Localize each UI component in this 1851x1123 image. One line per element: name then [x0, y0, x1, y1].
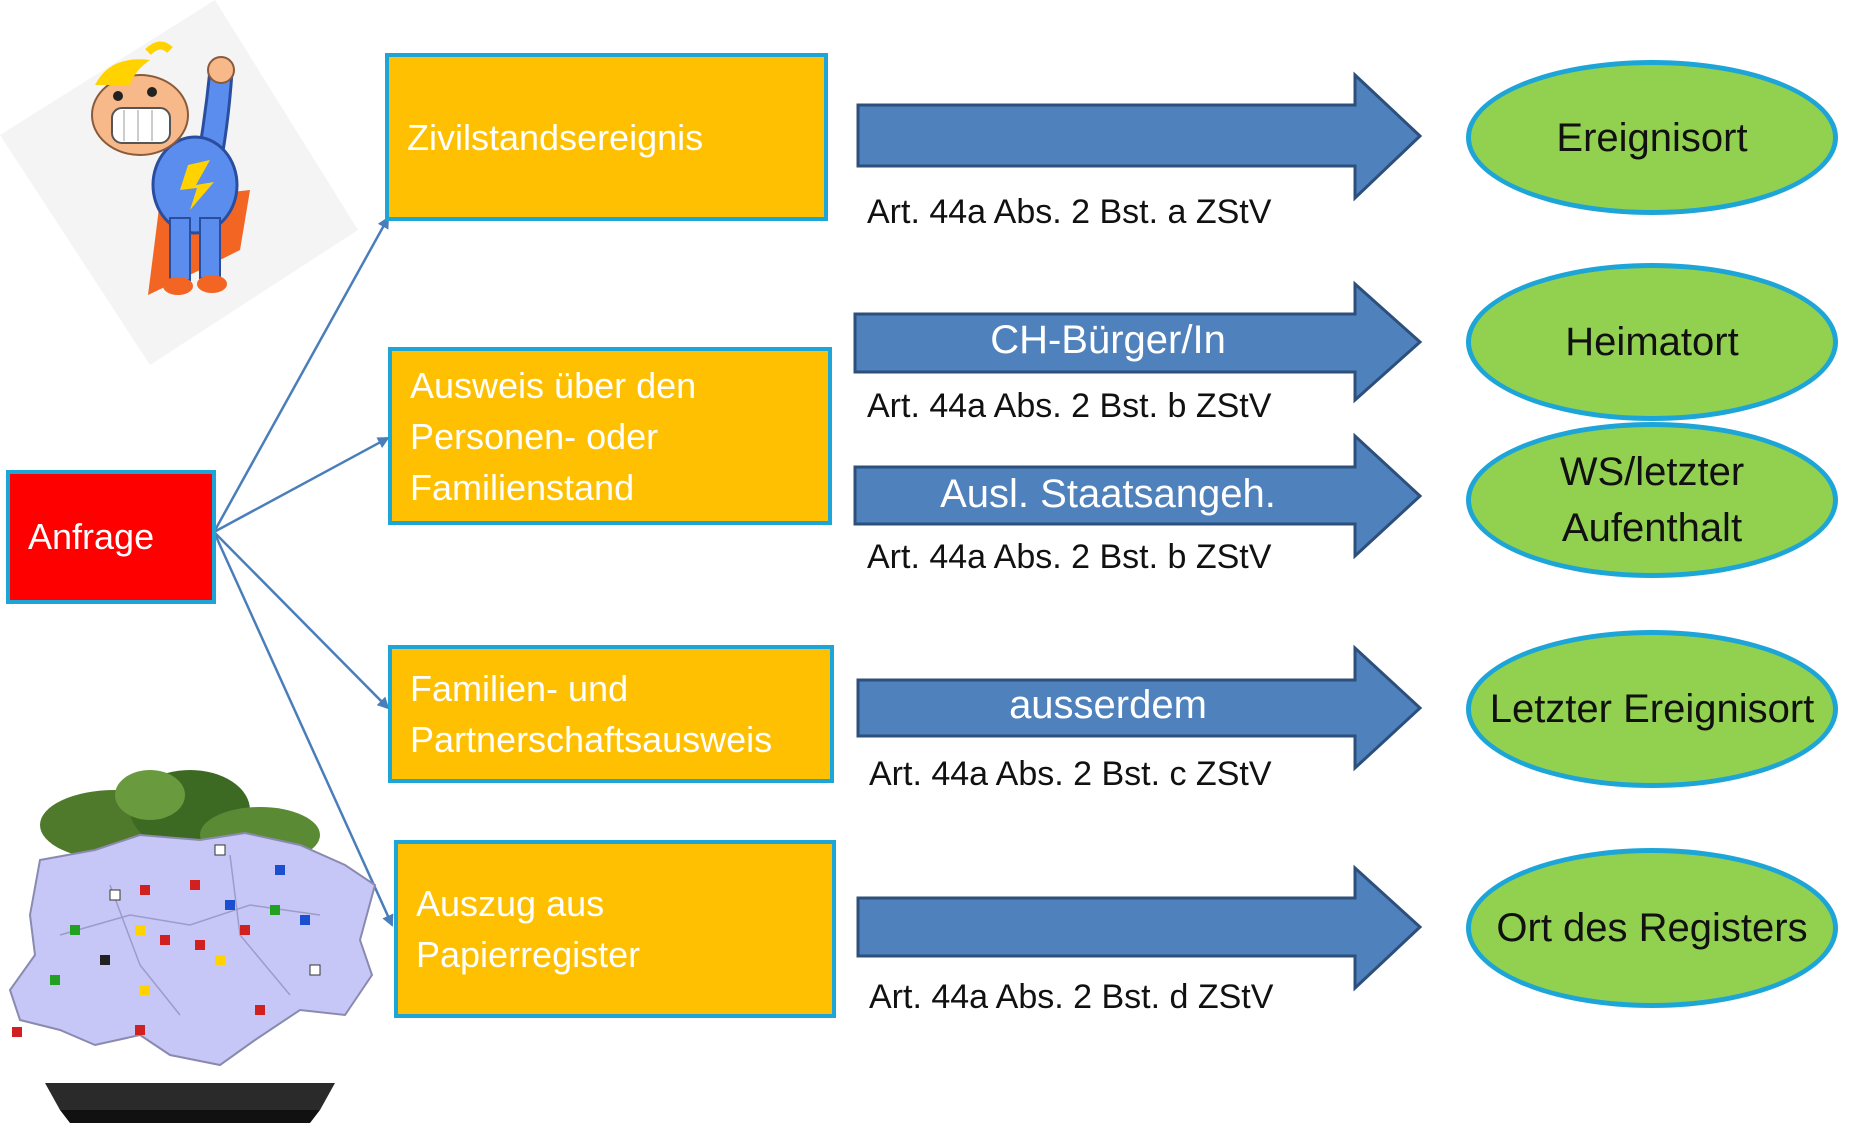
- connector-to-box-1: [212, 216, 390, 533]
- arrow-label-ch-buerger: CH-Bürger/In: [990, 318, 1226, 362]
- target-ws-letzter-aufenthalt: WS/letzter Aufenthalt: [1466, 422, 1838, 578]
- arrow-label-ausl-staatsangeh: Ausl. Staatsangeh.: [940, 472, 1276, 516]
- block-arrow-2: [853, 280, 1423, 404]
- target-letzter-ereignisort: Letzter Ereignisort: [1466, 630, 1838, 788]
- box-label: Familien- und Partnerschaftsausweis: [410, 668, 773, 760]
- target-ereignisort: Ereignisort: [1466, 60, 1838, 215]
- start-box-label: Anfrage: [28, 516, 155, 557]
- box-label: Zivilstandsereignis: [407, 116, 704, 158]
- arrow-label-ausserdem: ausserdem: [1009, 683, 1207, 727]
- box-auszug-papierregister: Auszug aus Papierregister: [394, 840, 836, 1018]
- box-label: Ausweis über den Personen- oder Familien…: [410, 364, 697, 508]
- legal-ref-b-ausl: Art. 44a Abs. 2 Bst. b ZStV: [867, 538, 1272, 576]
- block-arrow-4: [856, 644, 1423, 772]
- block-arrow-1: [856, 71, 1423, 202]
- connector-to-box-4: [212, 531, 394, 927]
- target-heimatort: Heimatort: [1466, 263, 1838, 421]
- block-arrow-3: [853, 432, 1423, 560]
- box-zivilstandsereignis: Zivilstandsereignis: [385, 53, 828, 221]
- swiss-map-bonsai: [8, 770, 377, 1123]
- superhero-clipart: [0, 0, 358, 365]
- box-familien-partnerschaftsausweis: Familien- und Partnerschaftsausweis: [388, 645, 834, 783]
- legal-ref-a: Art. 44a Abs. 2 Bst. a ZStV: [867, 193, 1272, 231]
- box-ausweis-personenstand: Ausweis über den Personen- oder Familien…: [388, 347, 832, 525]
- box-label: Auszug aus Papierregister: [416, 883, 641, 975]
- start-box-anfrage: Anfrage: [6, 470, 216, 604]
- legal-ref-b-ch: Art. 44a Abs. 2 Bst. b ZStV: [867, 387, 1272, 425]
- legal-ref-d: Art. 44a Abs. 2 Bst. d ZStV: [869, 978, 1274, 1016]
- block-arrow-5: [856, 864, 1423, 992]
- legal-ref-c: Art. 44a Abs. 2 Bst. c ZStV: [869, 755, 1272, 793]
- connector-to-box-3: [213, 531, 390, 710]
- target-ort-des-registers: Ort des Registers: [1466, 848, 1838, 1008]
- connector-to-box-2: [213, 436, 390, 534]
